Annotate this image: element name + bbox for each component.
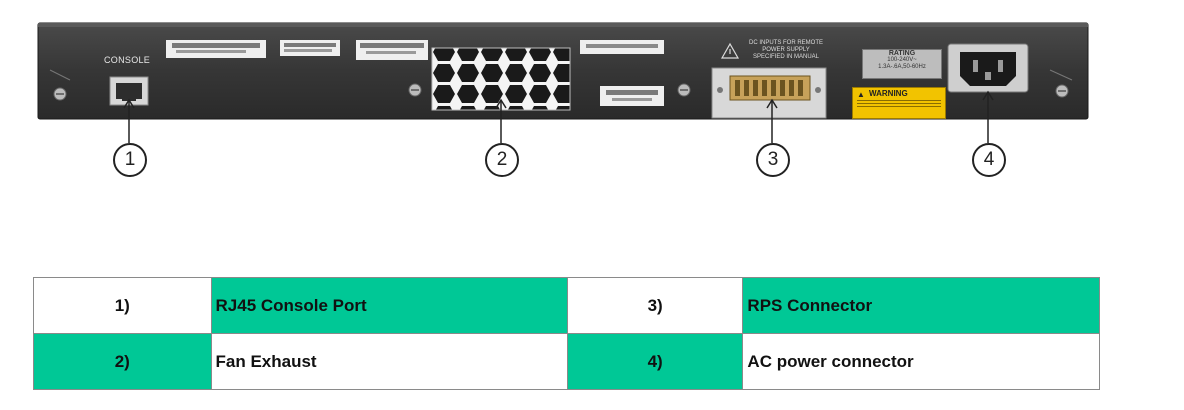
leader-line-3 — [766, 98, 778, 143]
panel-screw-right — [677, 83, 691, 97]
warning-triangle-icon: ▲ — [857, 90, 865, 99]
right-mount-screw — [1055, 84, 1069, 98]
callout-1: 1 — [113, 143, 147, 177]
panel-screw-left — [408, 83, 422, 97]
legend-row-2: 2) Fan Exhaust 4) AC power connector — [33, 333, 1100, 390]
dc-input-notice: DC INPUTS FOR REMOTE POWER SUPPLY SPECIF… — [738, 40, 834, 61]
component-legend-table: 1) RJ45 Console Port 3) RPS Connector 2)… — [33, 277, 1100, 390]
serial-label-5 — [600, 86, 664, 106]
serial-label-1 — [166, 40, 266, 58]
rating-line-1: 100-240V~ — [887, 57, 917, 63]
legend-label-4: AC power connector — [742, 333, 1100, 390]
switch-rear-panel-svg — [37, 22, 1089, 143]
rating-line-2: 1.3A-.6A,50-60Hz — [878, 64, 926, 70]
legend-number-1: 1) — [33, 277, 212, 334]
serial-label-2 — [280, 40, 340, 56]
ac-power-inlet — [947, 43, 1029, 93]
leader-line-1 — [123, 98, 135, 143]
warning-plate: ▲ WARNING — [852, 87, 946, 119]
dc-notice-line-3: SPECIFIED IN MANUAL — [752, 54, 819, 60]
legend-label-2: Fan Exhaust — [210, 333, 568, 390]
warning-title: WARNING — [869, 89, 908, 98]
dc-notice-line-1: DC INPUTS FOR REMOTE — [748, 40, 823, 46]
callout-2: 2 — [485, 143, 519, 177]
legend-number-3: 3) — [566, 277, 744, 334]
dc-warning-triangle-icon — [720, 42, 740, 59]
callout-3: 3 — [756, 143, 790, 177]
legend-number-4: 4) — [566, 333, 744, 390]
legend-label-3: RPS Connector — [742, 277, 1100, 334]
legend-label-1: RJ45 Console Port — [210, 277, 568, 334]
rps-connector — [711, 67, 827, 119]
left-mount-screw — [53, 87, 67, 101]
serial-label-4 — [580, 40, 664, 54]
dc-notice-line-2: POWER SUPPLY — [762, 47, 810, 53]
switch-rear-diagram: CONSOLE DC INPUTS FOR REMOTE POWER SUPPL… — [37, 22, 1089, 177]
rating-title: RATING — [888, 50, 916, 57]
power-rating-plate: RATING 100-240V~ 1.3A-.6A,50-60Hz — [862, 49, 942, 79]
callout-4: 4 — [972, 143, 1006, 177]
leader-line-4 — [982, 90, 994, 143]
legend-number-2: 2) — [33, 333, 212, 390]
console-port-label: CONSOLE — [104, 55, 151, 65]
chassis-top-edge — [38, 23, 1088, 27]
legend-row-1: 1) RJ45 Console Port 3) RPS Connector — [33, 277, 1100, 334]
serial-label-3 — [356, 40, 428, 60]
leader-line-2 — [495, 98, 507, 143]
